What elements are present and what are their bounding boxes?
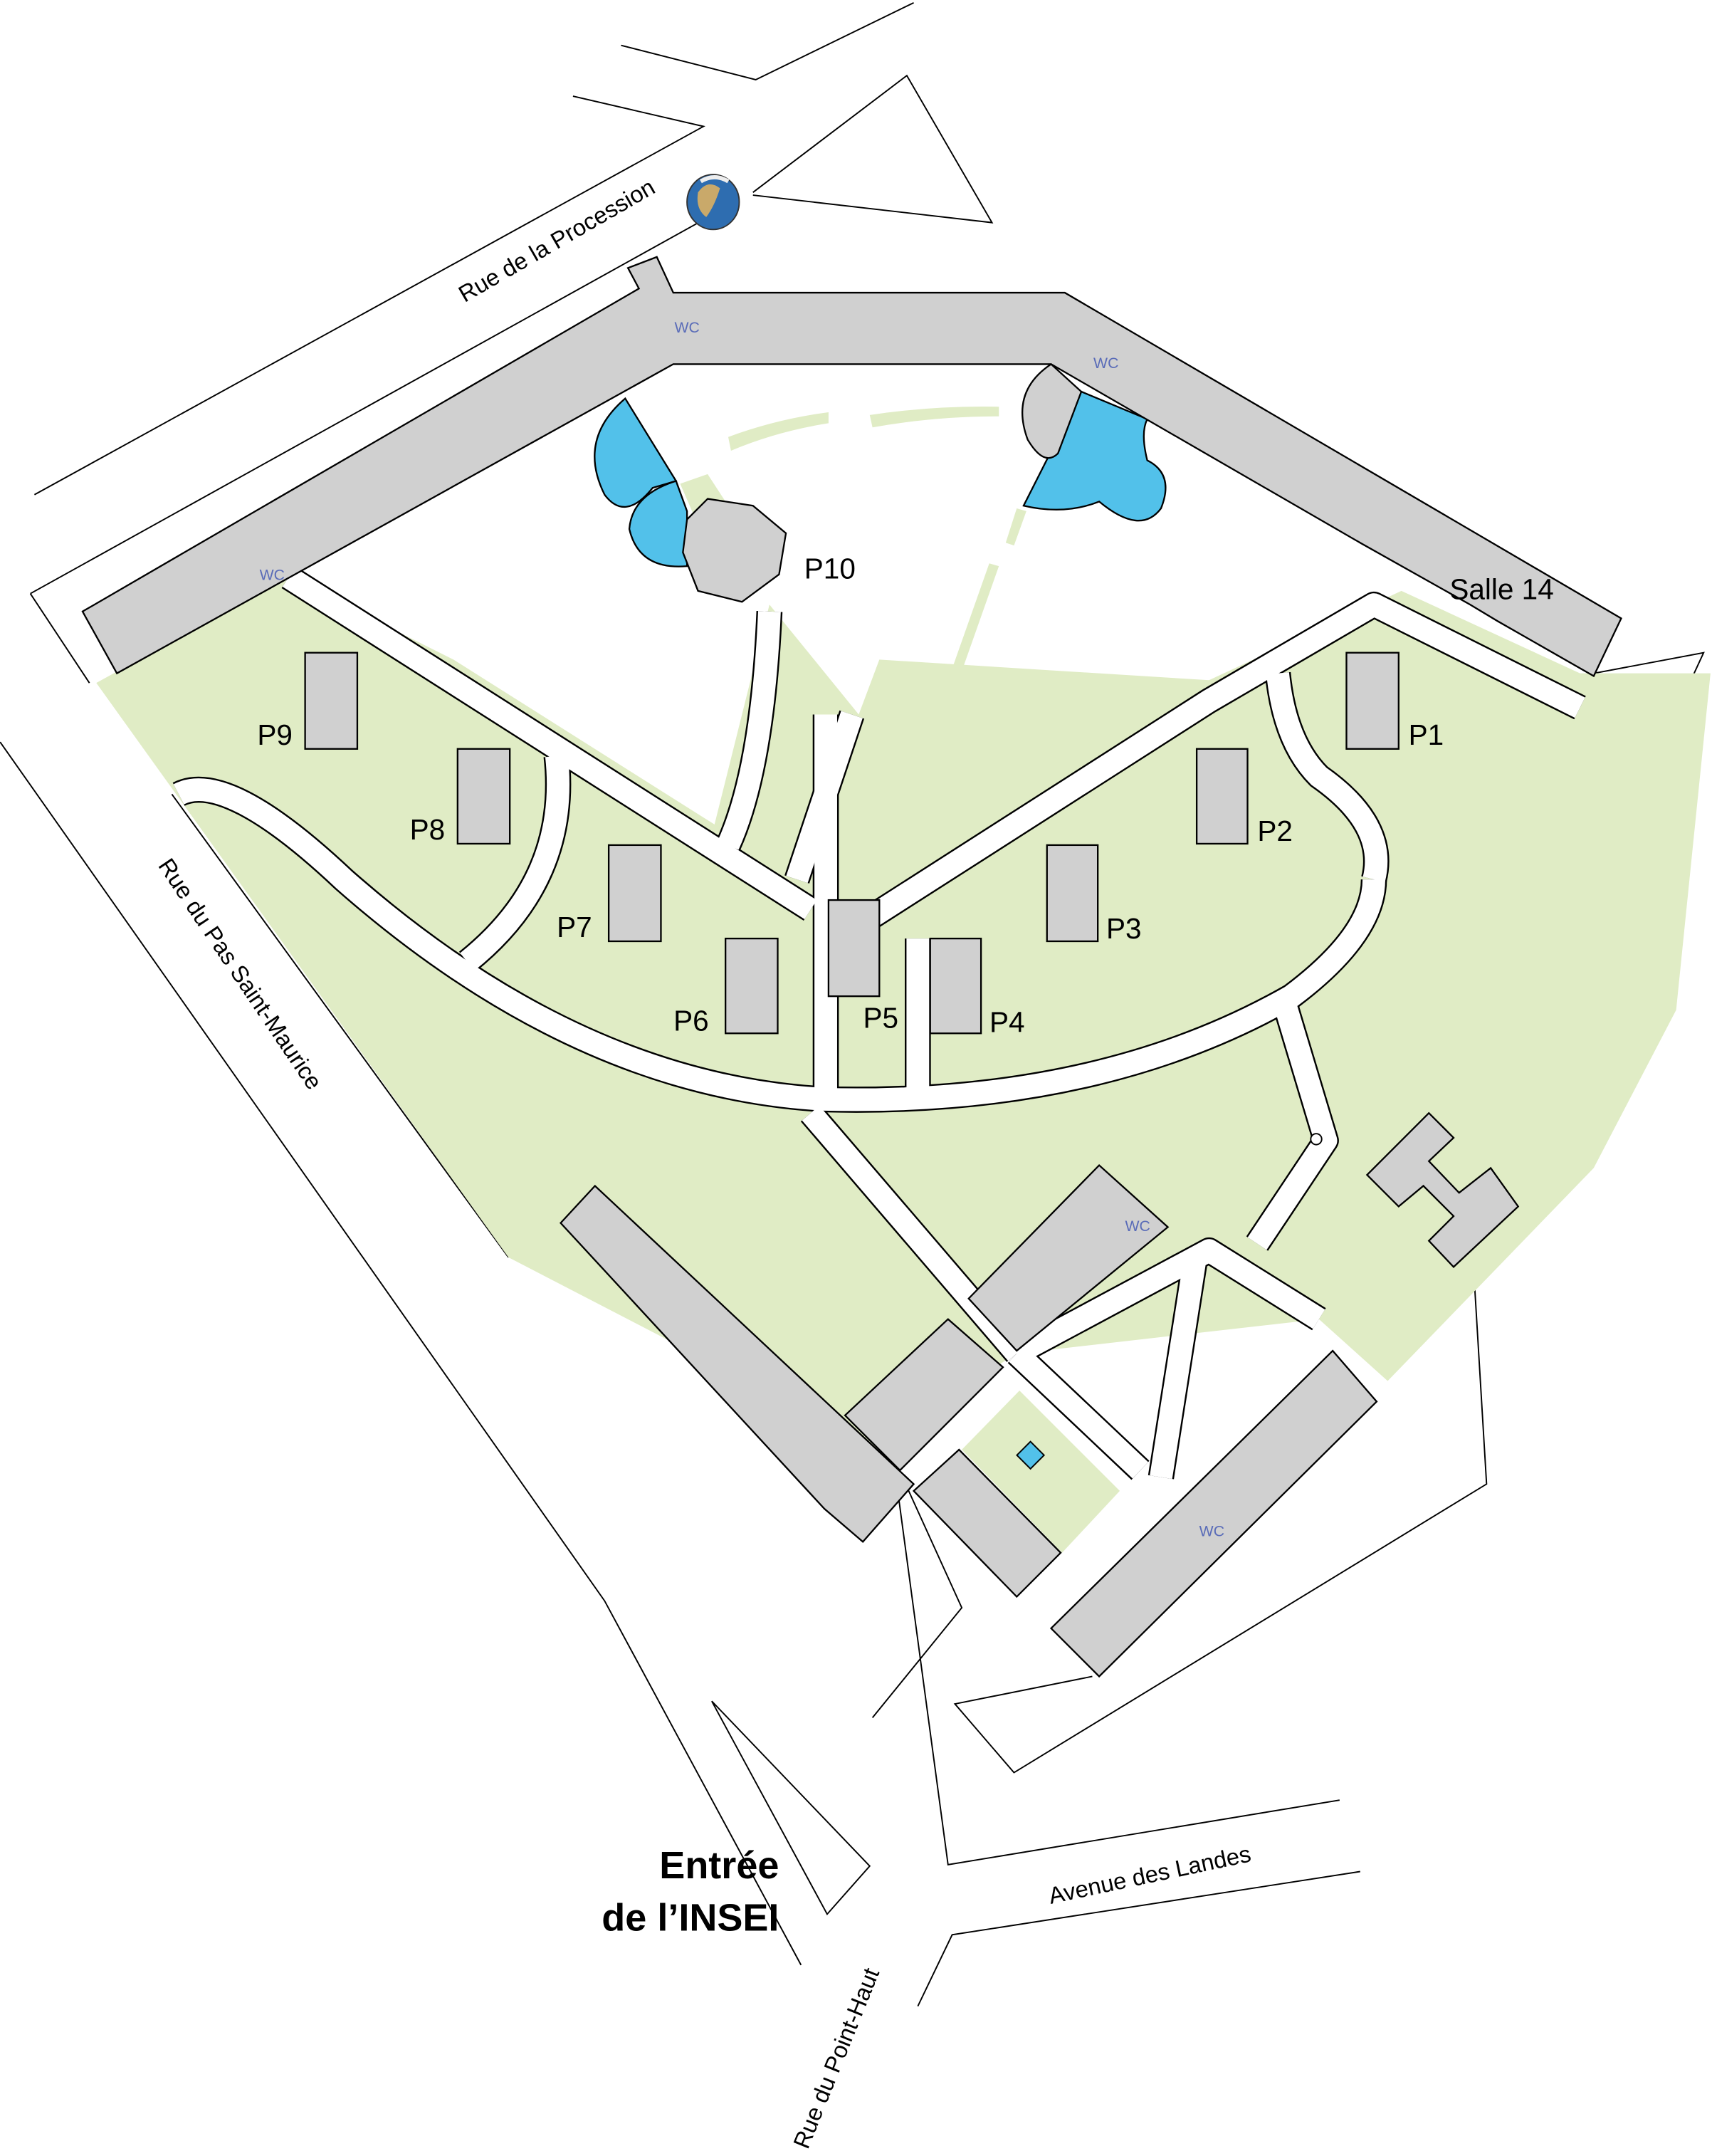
label-p6: P6 [673, 1004, 709, 1037]
label-p2: P2 [1257, 815, 1293, 847]
buildings [81, 256, 1622, 1678]
wc-label-left: WC [260, 567, 285, 583]
street-rue-du-point-haut: Rue du Point-Haut [788, 1964, 884, 2152]
building-p10 [682, 498, 787, 603]
wc-label-bottom: WC [1199, 1524, 1224, 1540]
building-p1 [1345, 651, 1399, 750]
label-p7: P7 [557, 911, 592, 943]
building-annex-left [844, 1318, 1004, 1472]
building-p2 [1195, 748, 1249, 845]
pond-right [1022, 390, 1167, 522]
globe-icon [686, 174, 740, 231]
label-p10: P10 [804, 552, 856, 585]
street-avenue-des-landes: Avenue des Landes [1046, 1841, 1254, 1909]
roundabout [1310, 1133, 1323, 1146]
building-p3 [1046, 844, 1099, 943]
footpaths [172, 407, 1586, 1480]
label-p5: P5 [863, 1002, 898, 1035]
pond-left-lower [628, 480, 688, 567]
label-p8: P8 [410, 813, 446, 846]
courtyard [962, 1391, 1120, 1553]
building-small-bottom [912, 1448, 1062, 1598]
main-building [81, 256, 1622, 678]
building-h [1365, 1111, 1520, 1268]
street-rue-de-la-procession: Rue de la Procession [454, 173, 659, 307]
building-p5 [827, 899, 881, 998]
label-p9: P9 [257, 718, 293, 751]
building-p7 [607, 844, 662, 943]
label-p3: P3 [1106, 912, 1142, 945]
entrance-title-line1: Entrée [659, 1844, 779, 1887]
building-p6 [725, 937, 779, 1035]
building-p8 [456, 748, 511, 845]
wc-label-top: WC [674, 320, 699, 336]
label-salle-14: Salle 14 [1449, 572, 1553, 605]
building-long-right [1049, 1349, 1378, 1678]
wc-label-top-right: WC [1093, 355, 1118, 372]
building-wc-center [967, 1163, 1170, 1352]
building-p4 [929, 937, 982, 1035]
label-p1: P1 [1409, 718, 1444, 751]
rotunda [1022, 362, 1083, 459]
entrance-title-line2: de l’INSEI [602, 1896, 779, 1939]
wc-label-center: WC [1125, 1218, 1150, 1235]
building-long-left [559, 1184, 915, 1543]
label-p4: P4 [989, 1005, 1025, 1038]
fountain [1016, 1440, 1046, 1470]
building-p9 [304, 651, 359, 750]
